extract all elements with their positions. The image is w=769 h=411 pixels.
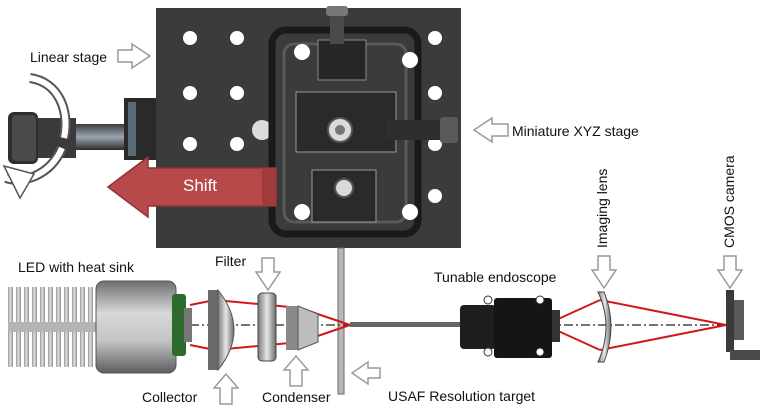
collector-lens <box>208 288 235 372</box>
label-condenser: Condenser <box>262 389 331 405</box>
shift-arrow <box>106 155 277 219</box>
callout-arrow-cmos-camera <box>716 255 744 290</box>
label-tunable-endoscope: Tunable endoscope <box>434 269 557 285</box>
filter-element <box>257 292 277 362</box>
label-cmos-camera: CMOS camera <box>721 155 737 248</box>
callout-arrow-xyz-stage <box>472 116 509 144</box>
label-shift: Shift <box>183 176 218 195</box>
imaging-lens <box>597 291 612 363</box>
linear-stage-knob <box>8 98 158 164</box>
label-miniature-xyz-stage: Miniature XYZ stage <box>512 123 639 139</box>
callout-arrow-linear-stage <box>117 42 152 70</box>
condenser-lens <box>286 305 319 351</box>
label-filter: Filter <box>215 253 247 269</box>
led-heat-sink <box>8 287 98 367</box>
miniature-xyz-stage <box>268 6 458 238</box>
callout-arrow-usaf-target <box>350 360 381 386</box>
rotation-arrow-icon <box>2 73 71 200</box>
callout-arrow-condenser <box>282 354 310 387</box>
led-housing <box>95 280 192 374</box>
tunable-endoscope <box>350 295 560 358</box>
label-led-with-heat-sink: LED with heat sink <box>18 259 134 275</box>
cmos-camera <box>726 290 760 360</box>
label-collector: Collector <box>142 389 198 405</box>
callout-arrow-collector <box>212 372 240 405</box>
label-linear-stage: Linear stage <box>30 49 108 65</box>
label-usaf-resolution-target: USAF Resolution target <box>388 388 536 404</box>
label-imaging-lens: Imaging lens <box>594 168 610 248</box>
callout-arrow-filter <box>254 257 282 292</box>
callout-arrow-imaging-lens <box>590 255 618 290</box>
